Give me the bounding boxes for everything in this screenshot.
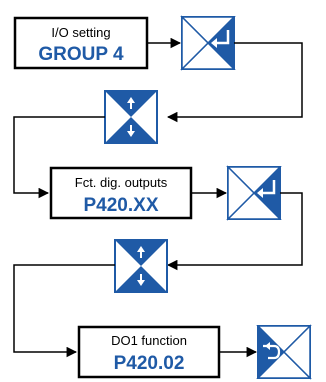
enter-icon [257,180,276,198]
step-fct-dig-outputs: Fct. dig. outputs P420.XX [49,166,193,220]
return-icon [263,342,281,360]
step-title: Fct. dig. outputs [75,175,168,190]
step-title: I/O setting [51,25,110,40]
step-io-setting: I/O setting GROUP 4 [13,16,149,70]
connector-3 [166,192,303,271]
step-value: GROUP 4 [38,44,124,65]
connector-2 [13,116,105,199]
enter-icon [211,30,230,48]
step-box-border [49,166,193,220]
step-title: DO1 function [111,333,187,348]
up-down-arrows-icon [127,97,135,137]
enter-key-1[interactable] [180,15,236,71]
connector-4 [13,264,115,358]
step-do1-function: DO1 function P420.02 [77,325,221,379]
nav-key-1[interactable] [104,90,158,144]
nav-key-2[interactable] [114,239,168,293]
step-box-border [13,16,149,70]
step-value: P420.02 [114,353,185,374]
step-value: P420.XX [84,195,159,216]
enter-key-2[interactable] [226,165,282,221]
return-key[interactable] [256,324,312,380]
up-down-arrows-icon [137,246,145,286]
connector-1 [166,42,303,123]
